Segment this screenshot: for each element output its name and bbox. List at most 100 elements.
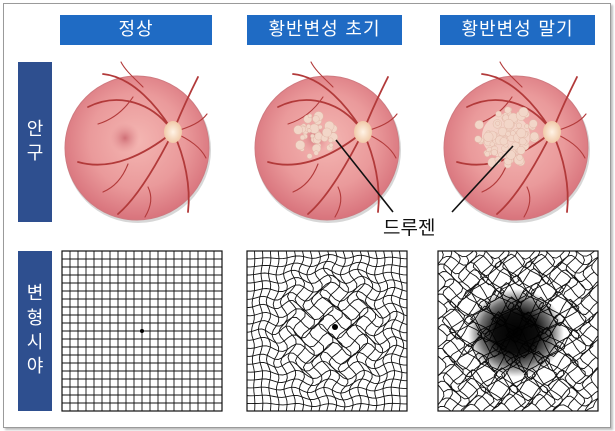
grid-line bbox=[587, 256, 598, 408]
drusen-spot bbox=[322, 127, 332, 138]
drusen-spot bbox=[312, 115, 320, 123]
row-header-distortion-char: 변 bbox=[26, 283, 44, 305]
drusen-spot bbox=[317, 124, 323, 130]
drusen-leader-line-early bbox=[335, 139, 394, 213]
grid-line bbox=[336, 251, 352, 411]
blood-vessel bbox=[310, 61, 334, 88]
row-header-distortion-char: 형 bbox=[26, 307, 44, 329]
grid-line bbox=[326, 251, 343, 411]
grid-line bbox=[373, 251, 384, 411]
drusen-spot bbox=[306, 153, 313, 159]
grid-border bbox=[437, 250, 599, 412]
drusen-spot bbox=[310, 133, 315, 139]
drusen-spot bbox=[307, 128, 312, 133]
drusen-spot bbox=[293, 125, 303, 135]
drusen-label: 드루젠 bbox=[383, 217, 436, 239]
drusen-spot bbox=[516, 145, 526, 155]
optic-disc bbox=[543, 121, 561, 143]
drusen-leader-line-late bbox=[451, 145, 514, 213]
grid-line bbox=[247, 378, 407, 387]
drusen-spot bbox=[490, 149, 498, 156]
optic-disc bbox=[354, 121, 372, 143]
grid-line bbox=[247, 369, 407, 380]
grid-line bbox=[398, 251, 405, 411]
drusen-spot bbox=[307, 113, 313, 119]
grid-line bbox=[382, 251, 391, 411]
macula bbox=[110, 123, 140, 153]
row-header-eye-char: 구 bbox=[26, 143, 44, 164]
retina-late-amd-image bbox=[443, 61, 590, 223]
drusen-spot bbox=[328, 142, 334, 148]
blood-vessel bbox=[277, 99, 364, 133]
drusen-cluster bbox=[474, 106, 540, 169]
drusen-cluster bbox=[293, 111, 339, 159]
amsler-grid-normal bbox=[61, 250, 223, 412]
blood-vessel bbox=[120, 61, 144, 88]
grid-line bbox=[317, 251, 334, 411]
row-header-eye-char: 안 bbox=[26, 118, 44, 140]
grid-line bbox=[390, 251, 398, 411]
amsler-grid-early bbox=[246, 250, 408, 412]
drusen-spot bbox=[489, 141, 495, 147]
grid-line bbox=[570, 255, 587, 411]
grid-line bbox=[247, 402, 407, 408]
drusen-spot bbox=[505, 131, 511, 137]
blood-vessel bbox=[102, 163, 129, 193]
drusen-spot bbox=[505, 150, 516, 160]
grid-line bbox=[247, 251, 407, 252]
header-normal: 정상 bbox=[60, 15, 212, 45]
amsler-grid-late bbox=[437, 250, 599, 412]
retina-early-amd-image bbox=[254, 61, 401, 223]
drusen-spot bbox=[306, 123, 312, 129]
optic-disc bbox=[164, 121, 182, 143]
blood-vessel bbox=[77, 131, 174, 166]
drusen-spot bbox=[495, 110, 502, 118]
grid-line bbox=[445, 358, 598, 381]
drusen-spot bbox=[529, 131, 539, 141]
grid-line bbox=[247, 351, 407, 365]
grid-line bbox=[406, 251, 407, 411]
blood-vessel bbox=[307, 131, 364, 215]
drusen-spot bbox=[484, 151, 491, 157]
central-scotoma bbox=[468, 289, 564, 377]
grid-line bbox=[579, 253, 594, 411]
blood-vessel bbox=[117, 131, 174, 215]
retina-disc-background bbox=[64, 75, 210, 221]
drusen-spot bbox=[495, 120, 501, 126]
blood-vessel bbox=[496, 131, 553, 215]
drusen-spot bbox=[516, 122, 522, 129]
blood-vessel bbox=[87, 99, 174, 133]
grid-line bbox=[364, 251, 376, 411]
drusen-spot bbox=[328, 137, 334, 143]
row-header-distortion: 변 형 시 야 bbox=[18, 251, 52, 411]
drusen-spot bbox=[474, 135, 482, 143]
fixation-dot bbox=[140, 329, 144, 333]
grid-border bbox=[61, 250, 223, 412]
grid-line bbox=[561, 251, 580, 408]
grid-line bbox=[438, 251, 448, 407]
grid-line bbox=[355, 251, 369, 411]
grid-line bbox=[345, 251, 361, 411]
grid-line bbox=[438, 402, 594, 411]
header-late-amd: 황반변성 말기 bbox=[440, 15, 595, 45]
drusen-spot bbox=[518, 107, 529, 117]
drusen-spot bbox=[499, 137, 508, 146]
grid-line bbox=[247, 410, 397, 411]
blood-vessel bbox=[466, 99, 553, 133]
blood-vessel bbox=[97, 96, 134, 125]
grid-line bbox=[247, 386, 407, 394]
blood-vessel bbox=[523, 186, 531, 218]
drusen-spot bbox=[474, 120, 484, 130]
drusen-spot bbox=[498, 152, 504, 158]
blood-vessel bbox=[334, 186, 342, 218]
blood-vessel bbox=[287, 96, 324, 125]
drusen-spot bbox=[528, 119, 538, 129]
grid-border bbox=[246, 250, 408, 412]
grid-line bbox=[247, 394, 407, 401]
blood-vessel bbox=[499, 61, 523, 88]
drusen-spot bbox=[295, 140, 306, 151]
grid-line bbox=[438, 367, 594, 388]
blood-vessel bbox=[144, 186, 152, 218]
blood-vessel bbox=[267, 131, 364, 166]
